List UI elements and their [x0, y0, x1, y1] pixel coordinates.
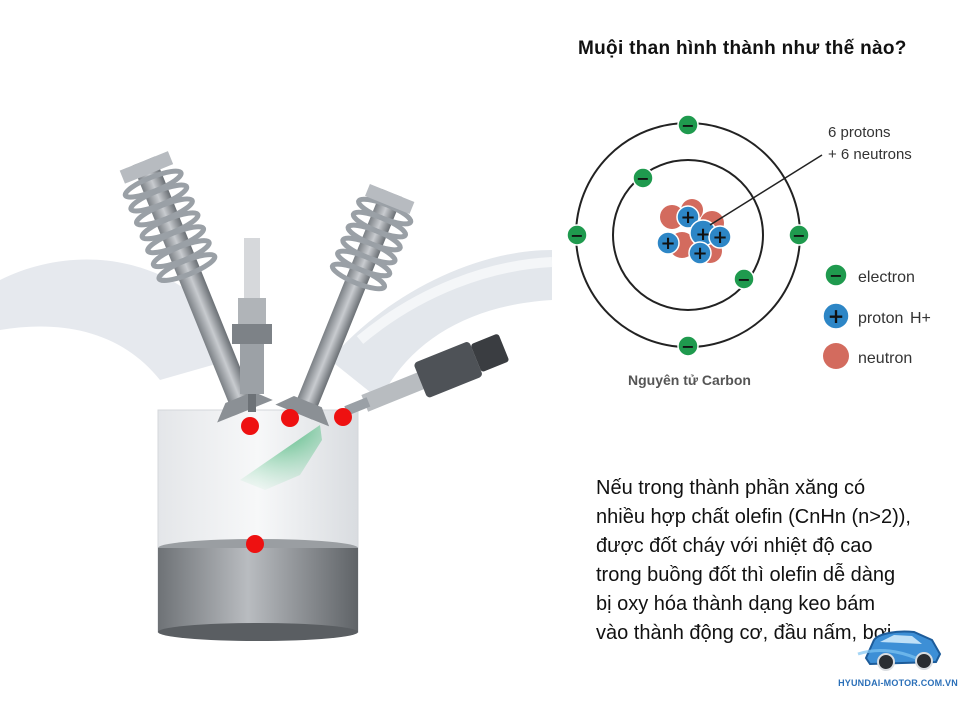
spark-plug	[232, 238, 272, 412]
right-valve	[275, 184, 415, 427]
inner-orbit	[612, 159, 764, 311]
svg-text:−: −	[829, 266, 842, 285]
soot-marker	[281, 409, 299, 427]
legend-electron-swatch	[824, 263, 848, 287]
electron	[788, 224, 810, 246]
car-logo-icon	[857, 630, 942, 671]
page-title: Muội than hình thành như thế nào?	[578, 38, 907, 59]
nucleus-pointer-line	[709, 154, 823, 226]
proton	[708, 225, 732, 249]
electron	[632, 167, 654, 189]
svg-text:−: −	[636, 169, 649, 188]
description-line: Nếu trong thành phần xăng có	[596, 477, 866, 499]
proton	[688, 241, 712, 265]
legend-neutron-label: neutron	[858, 350, 912, 367]
svg-text:−: −	[792, 226, 805, 245]
soot-marker	[241, 417, 259, 435]
carbon-atom-diagram: + + + + + 6 protons + 6 neutrons − − − −…	[566, 114, 931, 388]
svg-text:−: −	[681, 116, 694, 135]
proton-sign: +	[660, 233, 675, 254]
nucleus-label-neutrons: + 6 neutrons	[828, 146, 912, 163]
site-logo: HYUNDAI-MOTOR.COM.VN	[836, 618, 960, 688]
legend-proton-label: proton	[858, 310, 903, 327]
proton-sign: +	[695, 224, 710, 245]
svg-text:−: −	[737, 270, 750, 289]
proton	[656, 231, 680, 255]
nucleus: + + + + +	[656, 199, 732, 265]
description-line: trong buồng đốt thì olefin dễ dàng	[596, 564, 896, 586]
proton-sign: +	[692, 243, 707, 264]
electron	[566, 224, 588, 246]
electrons: − − − − − −	[566, 114, 810, 357]
legend-electron-label: electron	[858, 269, 915, 286]
intake-port	[0, 259, 230, 380]
description-line: vào thành động cơ, đầu nấm, bơi.	[596, 622, 897, 644]
electron	[677, 114, 699, 136]
atom-caption: Nguyên tử Carbon	[628, 372, 751, 388]
exhaust-port	[330, 250, 552, 400]
soot-marker	[246, 535, 264, 553]
legend-neutron-swatch	[823, 343, 849, 369]
description-line: nhiều hợp chất olefin (CnHn (n>2)),	[596, 506, 911, 528]
electron	[733, 268, 755, 290]
legend-proton-extra: H+	[910, 310, 931, 327]
legend-proton-swatch	[822, 302, 850, 330]
fuel-injector	[344, 334, 509, 416]
svg-text:+: +	[828, 304, 845, 328]
description-line: bị oxy hóa thành dạng keo bám	[596, 593, 876, 615]
left-valve	[119, 151, 273, 423]
fuel-spray	[240, 425, 322, 490]
piston	[158, 548, 358, 632]
engine-cylinder-illustration	[0, 151, 553, 641]
proton-sign: +	[712, 227, 727, 248]
proton-sign: +	[680, 207, 695, 228]
svg-text:−: −	[570, 226, 583, 245]
soot-marker	[334, 408, 352, 426]
legend: − electron + proton H+ neutron	[822, 263, 931, 369]
svg-text:−: −	[681, 337, 694, 356]
nucleus-label-protons: 6 protons	[828, 124, 891, 141]
electron	[677, 335, 699, 357]
logo-text: HYUNDAI-MOTOR.COM.VN	[838, 678, 958, 688]
description-text: Nếu trong thành phần xăng có nhiều hợp c…	[596, 474, 956, 648]
proton	[676, 205, 700, 229]
description-line: được đốt cháy với nhiệt độ cao	[596, 535, 873, 557]
